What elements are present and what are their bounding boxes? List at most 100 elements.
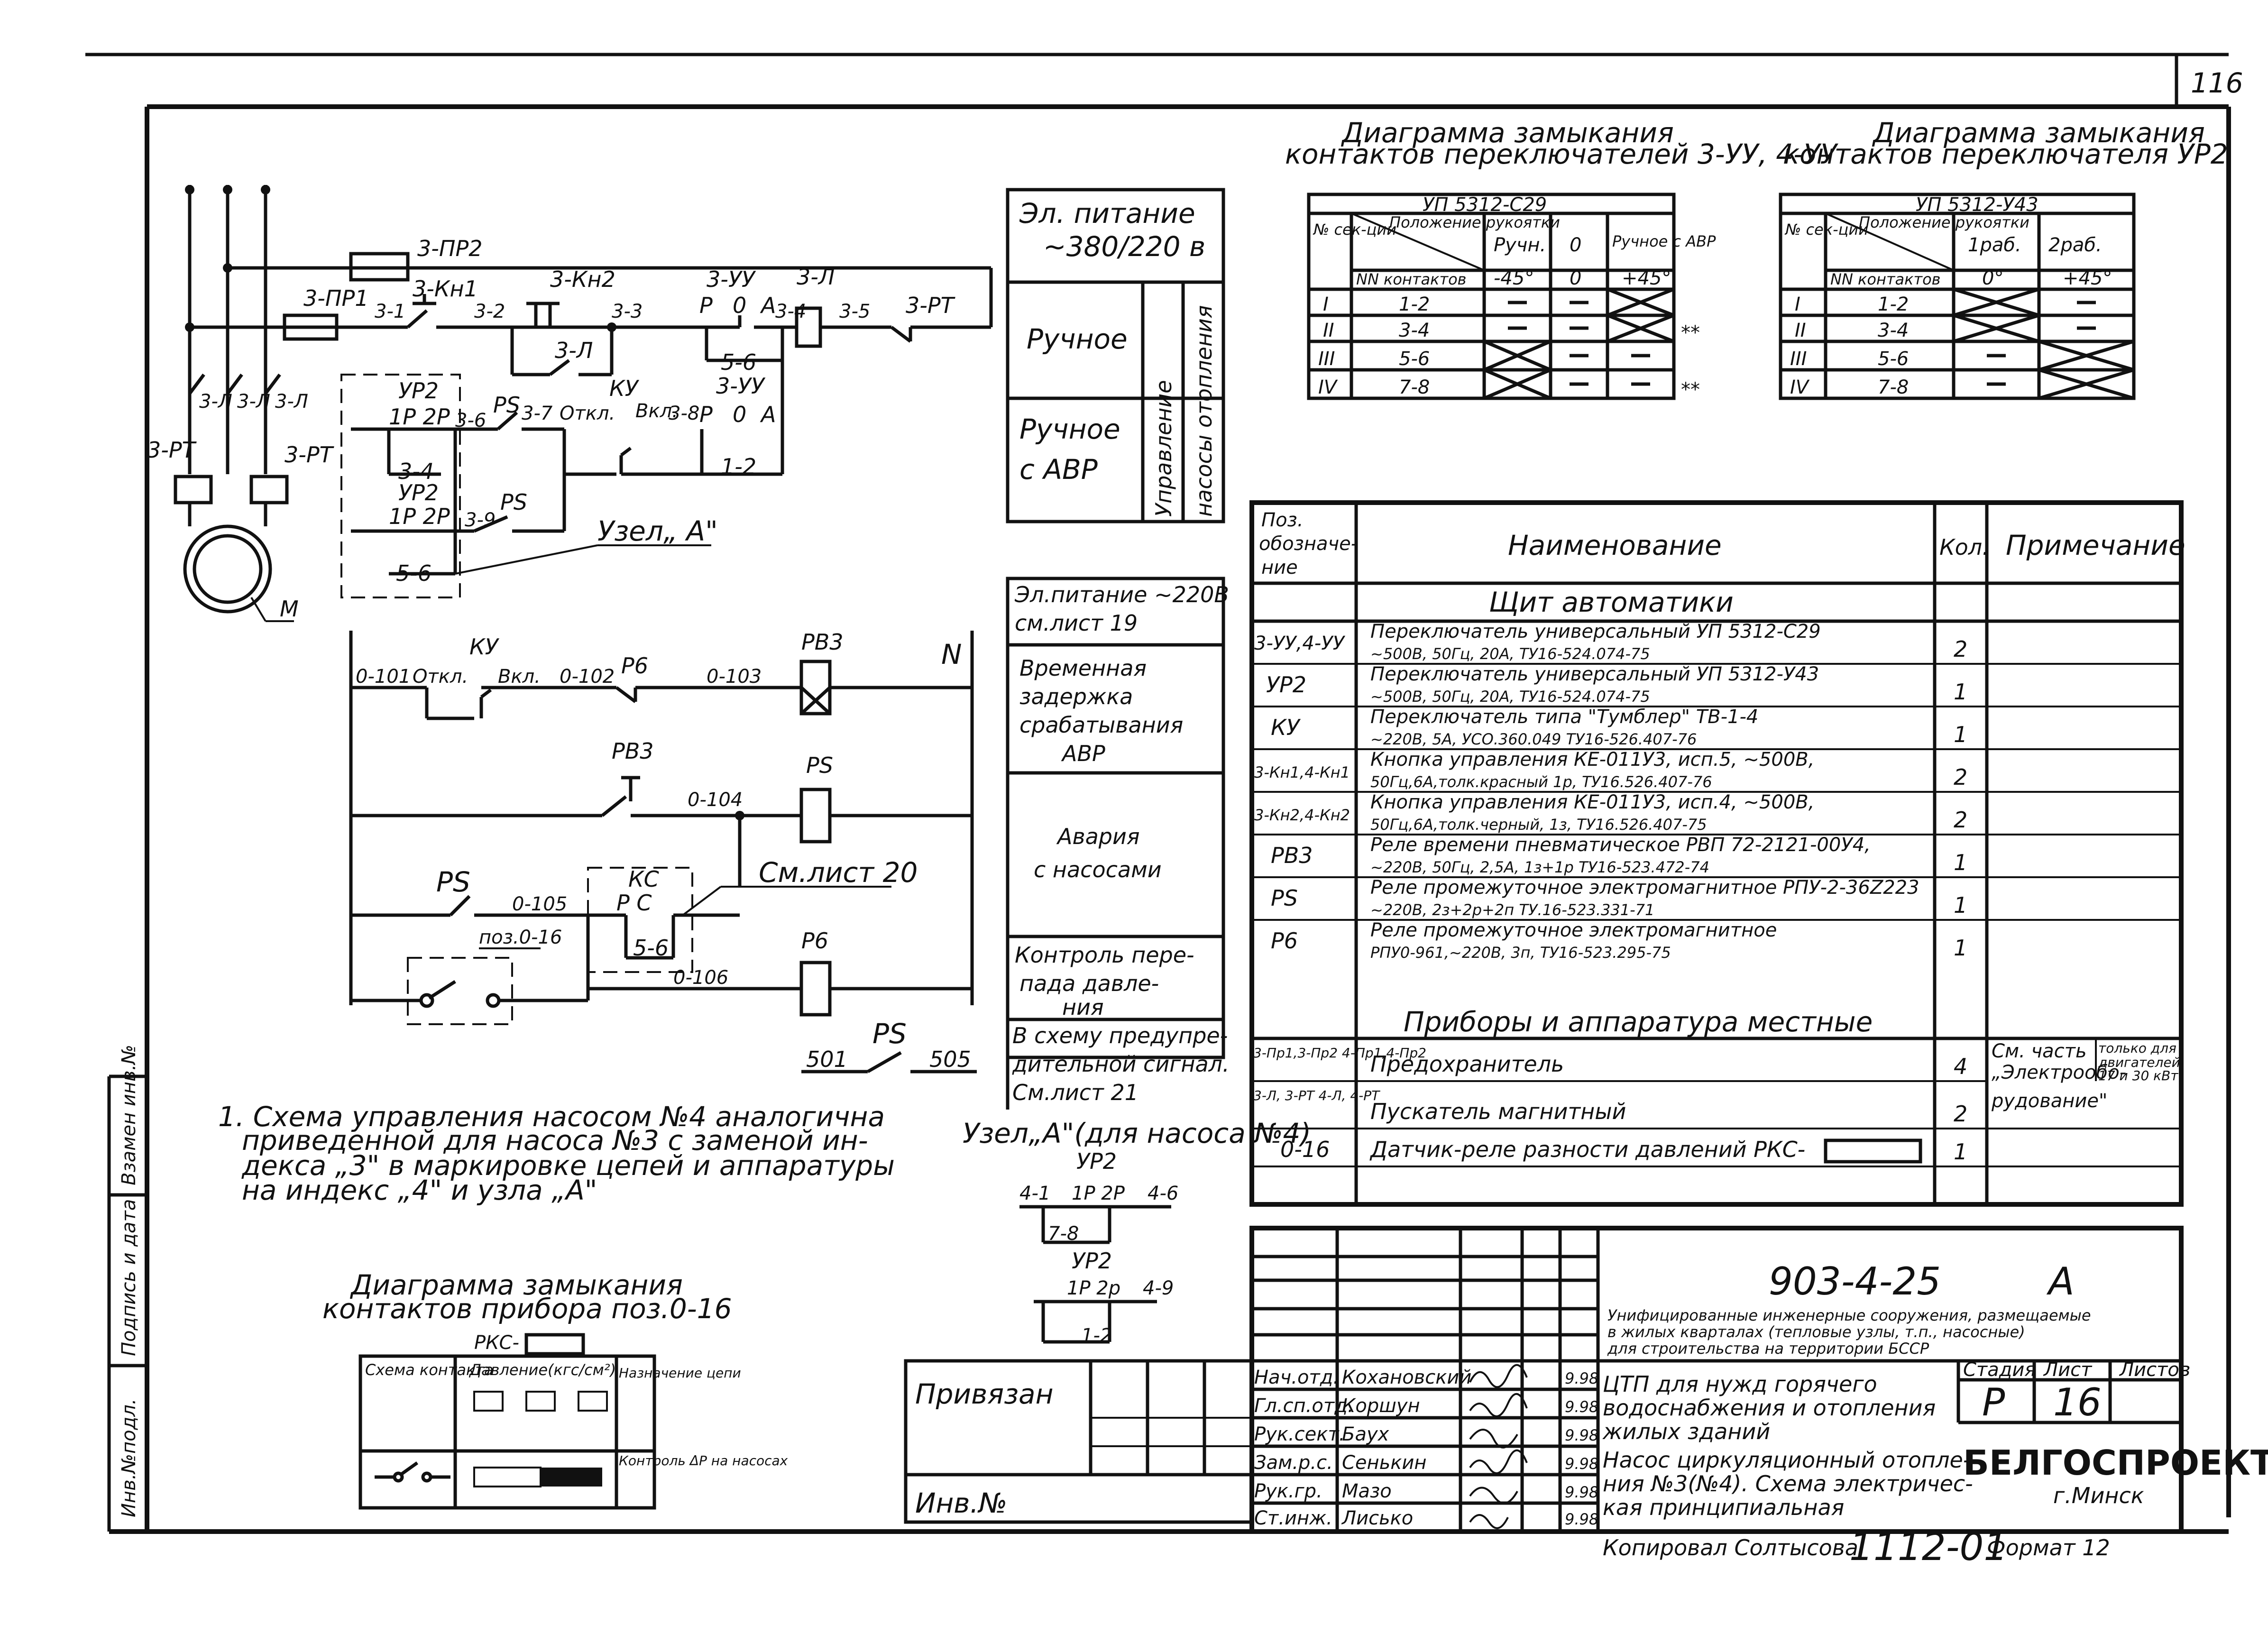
spec-row: 3-УУ,4-УУ Переключатель универсальный УП… <box>1252 621 2181 665</box>
d2-sec-4: IV <box>1790 376 1810 398</box>
power-schematic: 3-ПР2 3-ПР1 3-1 3-Кн1 3-2 3-Кн2 3-3 3-Л … <box>147 185 993 622</box>
role-row: Гл.сп.отд. Коршун 9.98 <box>1254 1395 1598 1417</box>
spec-group2: Приборы и аппаратура местные <box>1404 1006 1873 1038</box>
na4-title: Узел„А"(для насоса №4) <box>963 1117 1311 1149</box>
d1-h-pos: Положение рукоятки <box>1389 213 1560 231</box>
contact-3l-label: 3-Л <box>555 338 593 363</box>
d3-h-dest: Назначение цепи <box>619 1365 741 1381</box>
spec-h-note: Примечание <box>2006 529 2185 561</box>
name: Баух <box>1342 1423 1389 1445</box>
spec-row: РВ3 Реле времени пневматическое РВП 72-2… <box>1252 834 2181 878</box>
d2-model: УП 5312-У43 <box>1916 194 2038 216</box>
function-table: Эл. питание ~380/220 в Ручное Ручное с А… <box>1006 188 1230 1110</box>
node-3-1: 3-1 <box>375 301 405 322</box>
ur2b-contact-56: 5-6 <box>396 560 432 586</box>
d2-h-sec: № сек-ции <box>1784 220 1868 239</box>
spec-h-name: Наименование <box>1508 529 1722 561</box>
ur2-pos-label: 1Р 2Р <box>389 404 450 430</box>
h-sheets: Листов <box>2119 1359 2190 1381</box>
node-3-4: 3-4 <box>775 301 806 322</box>
contact-5-6: 5-6 <box>721 349 756 375</box>
spec-name1-8: Реле промежуточное электромагнитное <box>1370 919 1777 941</box>
sheet-number: 116 <box>2191 67 2243 99</box>
d1-h-avr: Ручное с АВР <box>1612 232 1716 250</box>
d3-title2: контактов прибора поз.0-16 <box>322 1293 732 1325</box>
spec-note-b-2: двигателей <box>2098 1055 2180 1070</box>
pt-right-label: 3-РТ <box>285 442 335 468</box>
d3-h-mid: Давление(кгс/см²) <box>468 1361 616 1379</box>
format-label: Формат 12 <box>1987 1535 2110 1560</box>
d2-h-nn: NN контактов <box>1830 270 1941 288</box>
d2-h-2: 2раб. <box>2048 234 2102 256</box>
spec-name2-8: РПУ0-961,~220В, 3п, ТУ16-523.295-75 <box>1370 944 1671 962</box>
btn-kn2-label: 3-Кн2 <box>550 266 615 292</box>
spec-name1-2: Переключатель универсальный УП 5312-У43 <box>1370 663 1819 685</box>
btn-kn1-label: 3-Кн1 <box>413 276 478 302</box>
bottom-line: Копировал Солтысова 1112-01 Формат 12 <box>1603 1525 2110 1569</box>
role: Гл.сп.отд. <box>1254 1395 1354 1417</box>
ft-vertical-pumps: насосы отопления <box>1191 305 1217 517</box>
spec-row: УР2 Переключатель универсальный УП 5312-… <box>1252 663 2181 707</box>
d2-sec-2: II <box>1795 320 1806 341</box>
spec-qty-4: 2 <box>1954 764 1967 790</box>
date: 9.98 <box>1565 1510 1598 1528</box>
role: Нач.отд. <box>1254 1367 1339 1388</box>
date: 9.98 <box>1565 1455 1598 1473</box>
stage-value: Р <box>1982 1380 2005 1424</box>
d1-h-zero: 0 <box>1570 234 1581 256</box>
privyazan-label: Привязан <box>915 1378 1054 1410</box>
ft-row-warn-c: См.лист 21 <box>1012 1080 1139 1105</box>
ft-row-power-a: Эл. питание <box>1019 197 1195 229</box>
spec2-name-1: Предохранитель <box>1370 1051 1564 1077</box>
kc-contact-56: 5-6 <box>633 935 669 961</box>
ft-row-delay-b: задержка <box>1019 684 1133 709</box>
signature-3 <box>1469 1429 1518 1449</box>
d3-model: РКС- <box>474 1332 519 1354</box>
ctrl-off-label: Откл. <box>413 666 468 688</box>
ctrl-pb3-contact-label: РВ3 <box>612 738 654 764</box>
d1-h-manual: Ручн. <box>1494 234 1546 256</box>
spec2-pos-2: 3-Л, 3-РТ 4-Л, 4-РТ <box>1253 1088 1380 1103</box>
spec-row: 3-Пр1,3-Пр2 4-Пр1,4-Пр2 Предохранитель 4 <box>1252 1045 1987 1082</box>
binding-block: Привязан Инв.№ <box>904 1359 1254 1524</box>
d2-title2: контактов переключателя УР2 <box>1783 138 2228 170</box>
ft-row-warn-b: дительной сигнал. <box>1012 1051 1230 1077</box>
spec-pos-5: 3-Кн2,4-Кн2 <box>1254 806 1350 824</box>
spec2-pos-3: 0-16 <box>1280 1137 1330 1162</box>
node-3-3: 3-3 <box>612 301 643 322</box>
spec-name1-3: Переключатель типа "Тумблер" ТВ-1-4 <box>1370 706 1758 728</box>
role: Рук.гр. <box>1254 1480 1322 1502</box>
signature-2 <box>1469 1393 1528 1417</box>
note-line-3: декса „3" в маркировке цепей и аппаратур… <box>241 1149 895 1182</box>
d1-model: УП 5312-С29 <box>1423 194 1547 216</box>
date: 9.98 <box>1565 1426 1598 1444</box>
pos-0-16-label: поз.0-16 <box>479 927 562 948</box>
d2-c-4: 7-8 <box>1878 376 1909 398</box>
spec-qty-6: 1 <box>1954 850 1967 875</box>
relay-pt-label: 3-РТ <box>906 293 956 318</box>
role-row: Ст.инж. Лисько 9.98 <box>1254 1507 1598 1529</box>
spec-note-a-1: См. часть <box>1992 1040 2087 1062</box>
signature-5 <box>1469 1487 1518 1505</box>
title-line-5: ния №3(№4). Схема электричес- <box>1603 1471 1973 1496</box>
note-line-4: на индекс „4" и узла „А" <box>242 1174 597 1206</box>
spec-name2-5: 50Гц,6А,толк.черный, 1з, ТУ16.526.407-75 <box>1370 816 1707 834</box>
d1-c-1: 1-2 <box>1399 294 1430 315</box>
ft-row-power-b: ~380/220 в <box>1043 230 1205 263</box>
spec-qty-5: 2 <box>1954 807 1967 833</box>
spec-qty-7: 1 <box>1954 892 1967 918</box>
spec-pos-4: 3-Кн1,4-Кн1 <box>1254 763 1350 781</box>
uy2-contact-12: 1-2 <box>721 454 756 479</box>
role: Зам.р.с. <box>1254 1452 1333 1474</box>
spec2-pos-1: 3-Пр1,3-Пр2 4-Пр1,4-Пр2 <box>1253 1045 1426 1061</box>
n-0-101: 0-101 <box>356 666 411 688</box>
spec-h-pos-c: ние <box>1261 557 1298 578</box>
date: 9.98 <box>1565 1398 1598 1416</box>
project-desc-2: в жилых кварталах (тепловые узлы, т.п., … <box>1607 1323 2025 1341</box>
signature-1 <box>1469 1364 1528 1388</box>
note-line-2: приведенной для насоса №3 с заменой ин- <box>242 1124 868 1156</box>
spec-row: 3-Л, 3-РТ 4-Л, 4-РТ Пускатель магнитный … <box>1252 1088 2181 1129</box>
spec-row: 3-Кн1,4-Кн1 Кнопка управления КЕ-011У3, … <box>1252 749 2181 793</box>
role-row: Рук.гр. Мазо 9.98 <box>1254 1480 1598 1502</box>
spec-row: 0-16 Датчик-реле разности давлений РКС- … <box>1252 1137 2181 1167</box>
